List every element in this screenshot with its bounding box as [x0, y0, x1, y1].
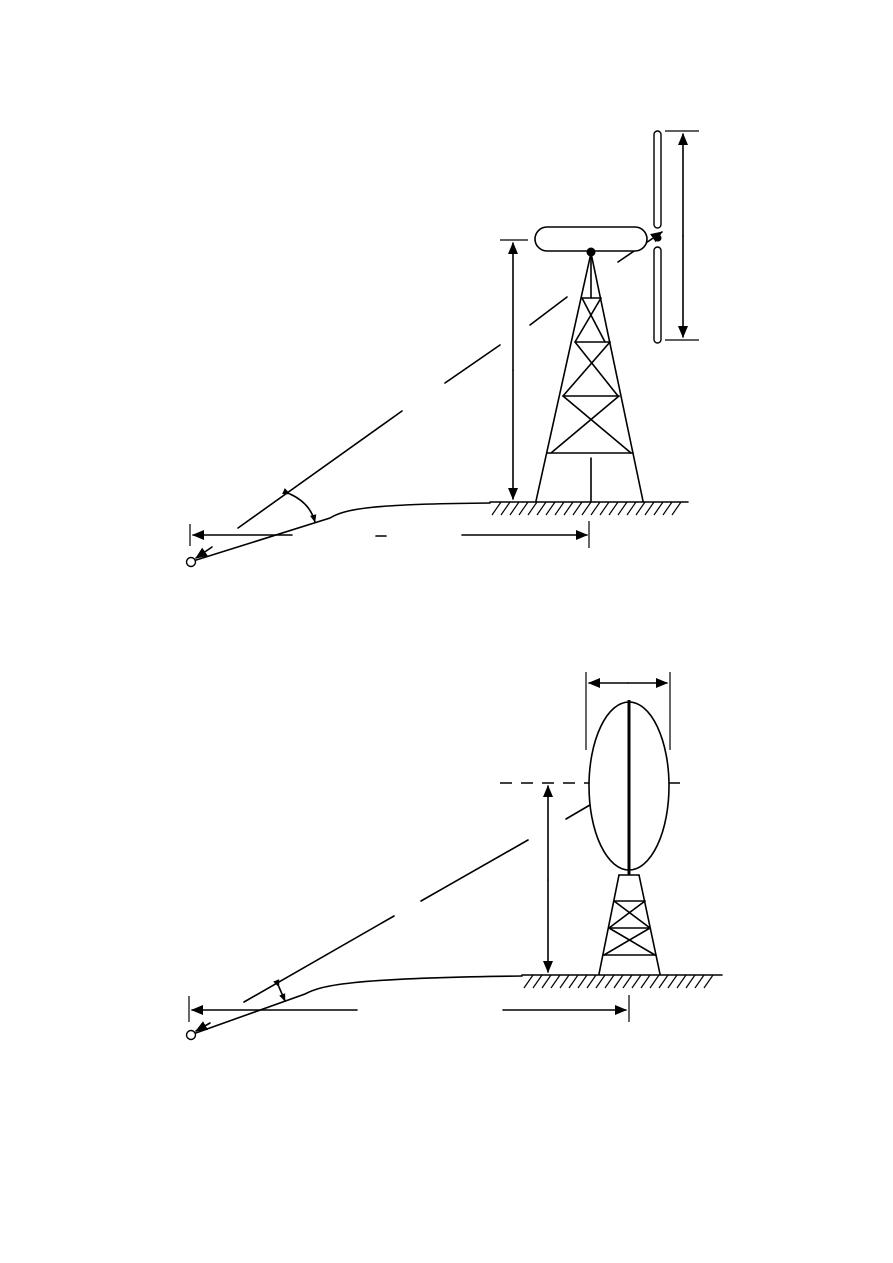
- hatch-stroke: [658, 974, 669, 989]
- hatch-stroke: [518, 501, 529, 516]
- line-of-sight-top: [237, 231, 663, 529]
- hatch-stroke: [509, 501, 520, 516]
- hatch-stroke: [554, 501, 565, 516]
- nacelle: [534, 226, 662, 257]
- hatch-stroke: [608, 501, 619, 516]
- hatch-stroke: [491, 501, 502, 516]
- lattice-tower-bottom: [598, 874, 661, 975]
- hatch-stroke: [635, 501, 646, 516]
- terrain-profile: [192, 502, 491, 562]
- rotor-diameter-dimension: [665, 130, 699, 341]
- hatch-stroke: [662, 501, 673, 516]
- hatch-stroke: [527, 501, 538, 516]
- hatch-stroke: [613, 974, 624, 989]
- ground-hatch-bottom: [521, 974, 723, 989]
- hatch-stroke: [685, 974, 696, 989]
- hatch-stroke: [653, 501, 664, 516]
- terrain-profile-bottom: [192, 975, 523, 1035]
- hatch-stroke: [676, 974, 687, 989]
- rotor-blades: [653, 130, 662, 344]
- rotor-width-dimension: [585, 672, 671, 750]
- distance-dimension-top: [189, 521, 590, 548]
- hatch-stroke: [617, 501, 628, 516]
- elevation-angle-marker: [273, 979, 286, 1002]
- hatch-stroke: [640, 974, 651, 989]
- hatch-stroke: [559, 974, 570, 989]
- hatch-stroke: [649, 974, 660, 989]
- hatch-stroke: [500, 501, 511, 516]
- observer-point-bottom: [185, 1029, 197, 1041]
- hatch-stroke: [631, 974, 642, 989]
- elevation-angle-arc: [282, 488, 317, 523]
- distance-dimension-bottom: [188, 995, 630, 1022]
- observer-point: [185, 556, 197, 568]
- hatch-stroke: [563, 501, 574, 516]
- lattice-tower-top: [535, 252, 644, 502]
- hatch-stroke: [590, 501, 601, 516]
- hatch-stroke: [536, 501, 547, 516]
- hatch-stroke: [626, 501, 637, 516]
- hatch-stroke: [545, 501, 556, 516]
- hatch-stroke: [604, 974, 615, 989]
- hatch-stroke: [581, 501, 592, 516]
- hatch-stroke: [671, 501, 682, 516]
- hatch-stroke: [622, 974, 633, 989]
- hatch-stroke: [577, 974, 588, 989]
- hatch-stroke: [644, 501, 655, 516]
- observer-arrow: [195, 546, 213, 559]
- hatch-stroke: [595, 974, 606, 989]
- ground-hatch-top: [489, 501, 689, 516]
- hatch-stroke: [599, 501, 610, 516]
- line-of-sight-bottom: [243, 784, 625, 1003]
- hatch-stroke: [586, 974, 597, 989]
- vertical-axis-turbine-figure: [185, 672, 723, 1041]
- hatch-stroke: [550, 974, 561, 989]
- observer-arrow-bottom: [195, 1021, 211, 1032]
- hatch-stroke: [532, 974, 543, 989]
- horizontal-axis-turbine-figure: [185, 130, 699, 568]
- vertical-axis-rotor: [588, 700, 670, 875]
- hatch-stroke: [523, 974, 534, 989]
- hatch-stroke: [541, 974, 552, 989]
- hatch-stroke: [703, 974, 714, 989]
- hub-height-dimension: [500, 239, 528, 500]
- hatch-stroke: [694, 974, 705, 989]
- hatch-stroke: [568, 974, 579, 989]
- hatch-stroke: [572, 501, 583, 516]
- hatch-stroke: [667, 974, 678, 989]
